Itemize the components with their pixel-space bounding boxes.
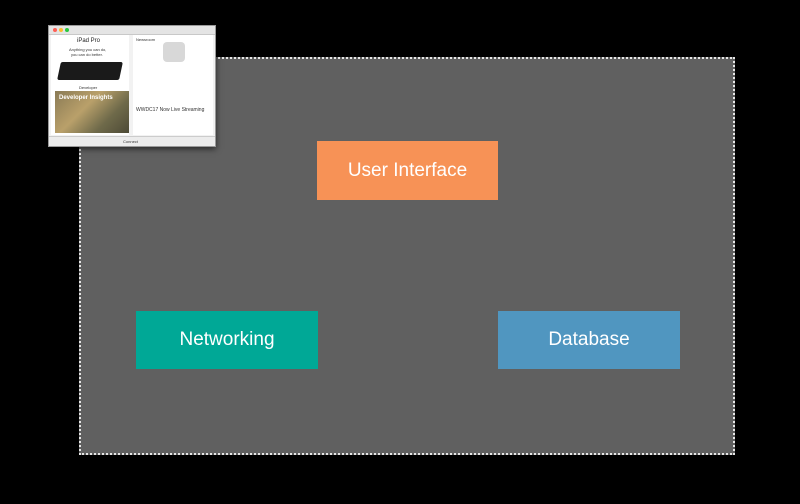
database-box[interactable]: Database [498,311,680,369]
developer-section-label: Developer [79,85,98,90]
database-label: Database [548,329,630,350]
ipad-subtitle-2: you can do better. [71,52,103,57]
speaker-image [163,42,185,62]
user-interface-label: User Interface [347,159,468,181]
user-interface-box[interactable]: User Interface [317,141,498,200]
window-thumbnail[interactable]: iPad Pro Anything you can do, you can do… [48,25,216,147]
thumbnail-left-column: iPad Pro Anything you can do, you can do… [51,35,129,135]
newsroom-label: Newsroom [136,37,156,42]
connect-label: Connect [123,139,138,144]
networking-box[interactable]: Networking [136,311,318,369]
developer-insights-text: Developer Insights [59,95,113,101]
ipad-pro-title: iPad Pro [77,38,101,44]
ipad-image [57,62,123,80]
zoom-dot-icon[interactable] [65,28,69,32]
thumbnail-right-column: Newsroom WWDC17 Now Live Streaming [133,35,213,135]
thumbnail-titlebar [49,26,215,35]
close-dot-icon[interactable] [53,28,57,32]
thumbnail-bottom-bar: Connect [49,136,215,146]
ipad-subtitle-1: Anything you can do, [69,47,107,52]
minimize-dot-icon[interactable] [59,28,63,32]
developer-image [55,91,129,133]
networking-label: Networking [179,329,275,350]
wwdc-headline: WWDC17 Now Live Streaming [136,107,205,113]
